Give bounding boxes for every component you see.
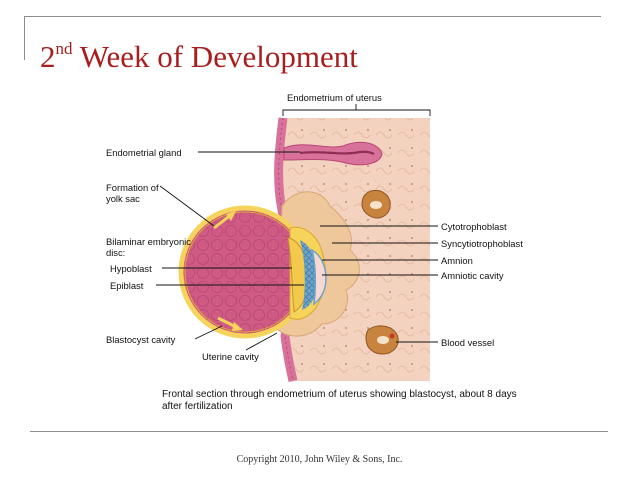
endometrium-bracket bbox=[282, 104, 431, 116]
top-divider bbox=[24, 16, 601, 17]
label-blastocyst-cavity: Blastocyst cavity bbox=[106, 334, 176, 345]
blood-vessel-lower bbox=[365, 325, 399, 355]
slide-title: 2nd Week of Development bbox=[40, 39, 358, 74]
label-syncytiotrophoblast: Syncytiotrophoblast bbox=[441, 238, 523, 249]
figure-caption: Frontal section through endometrium of u… bbox=[162, 389, 517, 412]
blood-vessel-upper bbox=[361, 189, 391, 219]
label-endometrial-gland: Endometrial gland bbox=[106, 147, 182, 158]
label-epiblast: Epiblast bbox=[110, 280, 144, 291]
label-amnion: Amnion bbox=[441, 255, 473, 266]
bottom-divider bbox=[30, 431, 608, 432]
label-amniotic-cavity: Amniotic cavity bbox=[441, 270, 504, 281]
label-endometrium: Endometrium of uterus bbox=[287, 92, 382, 103]
label-bilaminar-disc: Bilaminar embryonic disc: bbox=[106, 236, 191, 258]
leader-yolk-sac bbox=[159, 185, 215, 227]
title-text: Week of Development bbox=[72, 39, 358, 74]
leader-blastocyst-cavity bbox=[194, 325, 223, 340]
label-hypoblast: Hypoblast bbox=[110, 263, 152, 274]
label-cytotrophoblast: Cytotrophoblast bbox=[441, 221, 507, 232]
left-divider bbox=[24, 16, 25, 60]
amniotic-cavity bbox=[310, 248, 327, 306]
title-superscript: nd bbox=[55, 39, 73, 58]
leader-uterine-cavity bbox=[245, 332, 278, 351]
label-uterine-cavity: Uterine cavity bbox=[202, 351, 259, 362]
title-number: 2 bbox=[40, 39, 56, 74]
label-blood-vessel: Blood vessel bbox=[441, 337, 495, 348]
label-formation-yolk-sac: Formation of yolk sac bbox=[106, 182, 159, 204]
copyright-notice: Copyright 2010, John Wiley & Sons, Inc. bbox=[236, 454, 403, 465]
